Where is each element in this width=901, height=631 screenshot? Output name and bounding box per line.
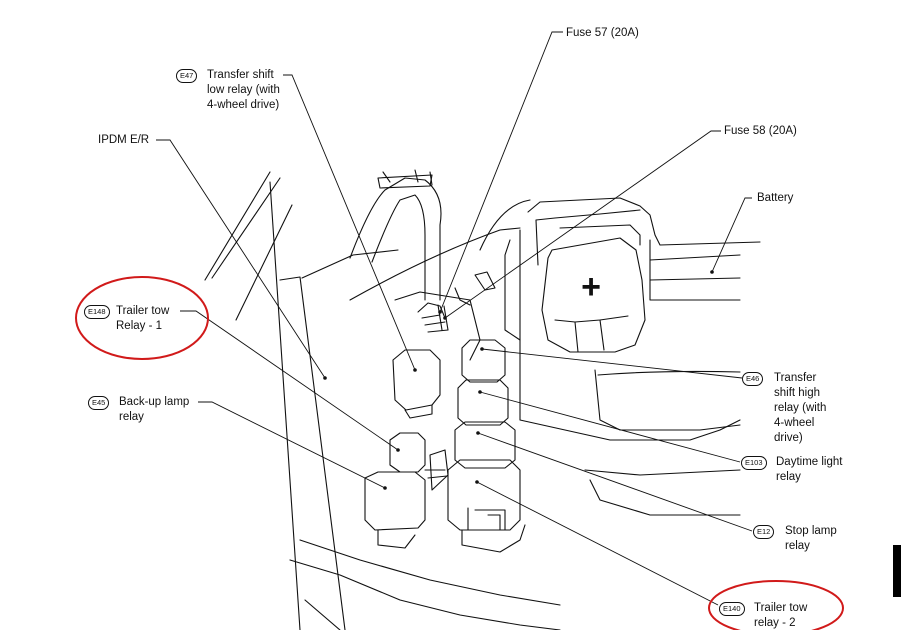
- connector-tag-e103: E103: [741, 456, 767, 470]
- label-daytime-light-relay: Daytime light relay: [776, 456, 843, 483]
- backup-lamp-relay: [364, 471, 426, 531]
- leader-fuse57: [439, 31, 563, 313]
- transfer-high-relay: [461, 339, 506, 383]
- connector-tag-e47: E47: [176, 69, 198, 83]
- leader-trailer2: [476, 481, 719, 606]
- battery-outline: [527, 197, 761, 246]
- connector-tag-e140: E140: [719, 602, 745, 616]
- leader-transfer-high: [481, 348, 743, 379]
- label-stop-lamp-relay: Stop lamp relay: [785, 525, 837, 552]
- connector-tag-e148: E148: [84, 305, 110, 319]
- leader-stop: [477, 432, 753, 532]
- connector-tag-e12: E12: [753, 525, 775, 539]
- leader-trailer1: [180, 310, 399, 451]
- connector-tag-e45: E45: [88, 396, 110, 410]
- label-battery: Battery: [757, 192, 794, 204]
- stop-lamp-relay: [454, 421, 516, 469]
- leader-backup: [198, 401, 386, 489]
- hose: [349, 177, 442, 301]
- leader-fuse58: [444, 130, 721, 319]
- leader-daytime: [479, 391, 741, 463]
- leader-ipdm: [156, 139, 326, 379]
- trailer-tow-relay-2: [447, 459, 521, 531]
- trailer-tow-relay-1: [389, 432, 426, 473]
- label-backup-lamp-relay: Back-up lamp relay: [119, 396, 190, 423]
- leader-battery: [711, 197, 752, 273]
- label-transfer-shift-high-relay: Transfer shift high relay (with 4-wheel …: [774, 372, 827, 444]
- highlight-trailer-tow-relay-1: [75, 276, 209, 360]
- label-transfer-shift-low-relay: Transfer shift low relay (with 4-wheel d…: [207, 69, 280, 111]
- label-trailer-tow-relay-2: Trailer tow relay - 2: [754, 602, 808, 629]
- label-ipdm-er: IPDM E/R: [98, 134, 150, 146]
- page-edge-tab: [893, 545, 901, 597]
- label-fuse-58: Fuse 58 (20A): [724, 125, 797, 137]
- connector-tag-e46: E46: [742, 372, 764, 386]
- battery-terminal-cover: [541, 237, 646, 353]
- leader-transfer-low: [283, 74, 416, 371]
- highlight-trailer-tow-relay-2: [708, 580, 844, 630]
- label-trailer-tow-relay-1: Trailer tow Relay - 1: [116, 305, 170, 332]
- daytime-light-relay: [457, 379, 509, 426]
- label-fuse-57: Fuse 57 (20A): [566, 27, 639, 39]
- body-panel-outline: [204, 171, 271, 281]
- transfer-low-relay: [392, 349, 441, 411]
- battery-plus-symbol: +: [581, 268, 601, 306]
